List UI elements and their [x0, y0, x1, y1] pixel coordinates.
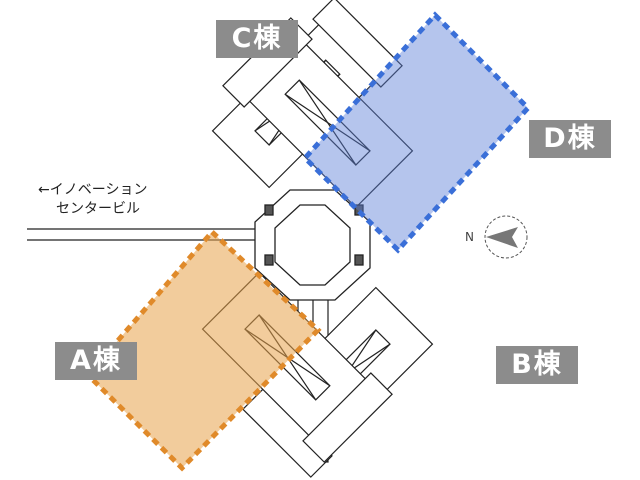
annotation-innovation-center: ←イノベーション センタービル: [38, 181, 147, 219]
compass-icon: [484, 215, 528, 259]
label-building-d: D棟: [529, 120, 611, 158]
compass-north-label: N: [465, 230, 474, 244]
label-building-a: A棟: [55, 342, 137, 380]
central-hub: [254, 189, 371, 301]
annotation-line1: ←イノベーション: [38, 182, 148, 198]
annotation-line2: センタービル: [56, 201, 140, 217]
highlight-d: [301, 11, 532, 254]
corridor-west: [27, 228, 260, 241]
highlight-a: [84, 228, 322, 472]
label-building-b: B棟: [496, 346, 578, 384]
label-building-c: C棟: [216, 20, 298, 58]
